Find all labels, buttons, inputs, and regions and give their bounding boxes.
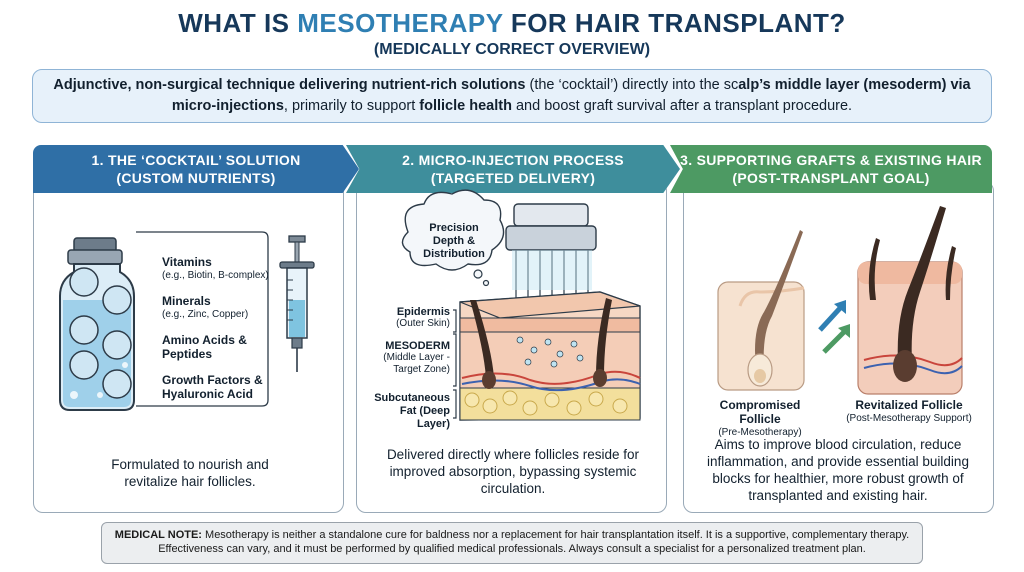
panel-3-caption: Aims to improve blood circulation, reduc… — [707, 437, 969, 503]
ingredient-name: Growth Factors & — [162, 373, 263, 387]
layer-epidermis: Epidermis (Outer Skin) — [388, 306, 450, 330]
panel-1-header: 1. THE ‘COCKTAIL’ SOLUTION (CUSTOM NUTRI… — [33, 145, 359, 193]
follicle-detail: (Post-Mesotherapy Support) — [846, 413, 972, 424]
title-part: WHAT IS — [178, 8, 298, 38]
medical-note: MEDICAL NOTE: Mesotherapy is neither a s… — [101, 522, 923, 564]
medical-note-label: MEDICAL NOTE: — [114, 529, 202, 541]
ingredient-growth-factors: Growth Factors & Hyaluronic Acid — [162, 373, 263, 401]
title-part: FOR HAIR TRANSPLANT? — [503, 8, 846, 38]
intro-bold: Adjunctive, non-surgical technique deliv… — [53, 77, 526, 93]
layer-subcutaneous: Subcutaneous Fat (Deep Layer) — [370, 392, 450, 431]
ingredient-detail: Peptides — [162, 347, 213, 361]
ingredient-detail: Hyaluronic Acid — [162, 387, 253, 401]
arrow-up-icon — [818, 300, 850, 354]
syringe-icon — [279, 235, 315, 372]
medical-note-text: Mesotherapy is neither a standalone cure… — [158, 529, 910, 555]
thought-bubble — [401, 189, 505, 287]
panel-2-heading: 2. MICRO-INJECTION PROCESS — [402, 152, 624, 168]
panel-3-heading: 3. SUPPORTING GRAFTS & EXISTING HAIR — [680, 152, 982, 168]
revitalized-follicle-label: Revitalized Follicle (Post-Mesotherapy S… — [836, 398, 982, 426]
ingredient-amino-acids: Amino Acids & Peptides — [162, 333, 247, 361]
panel-2-subheading: (TARGETED DELIVERY) — [430, 170, 596, 186]
ingredient-detail: (e.g., Zinc, Copper) — [162, 309, 249, 320]
ingredient-name: Vitamins — [162, 255, 212, 269]
ingredient-vitamins: Vitamins (e.g., Biotin, B-complex) — [162, 255, 269, 283]
vial-icon — [59, 237, 135, 411]
layer-brackets — [453, 309, 457, 419]
intro-box: Adjunctive, non-surgical technique deliv… — [32, 69, 992, 123]
bracket-line — [136, 231, 269, 407]
ingredient-name: Amino Acids & — [162, 333, 247, 347]
panel-2-header: 2. MICRO-INJECTION PROCESS (TARGETED DEL… — [346, 145, 680, 193]
follicle-icon — [717, 230, 805, 391]
title-accent: MESOTHERAPY — [297, 8, 504, 38]
ingredient-name: Minerals — [162, 294, 211, 308]
revitalized-follicle-icon — [857, 206, 963, 395]
panel-3-header: 3. SUPPORTING GRAFTS & EXISTING HAIR (PO… — [670, 145, 992, 193]
microneedle-device-icon — [505, 203, 597, 324]
panel-1-heading: 1. THE ‘COCKTAIL’ SOLUTION — [91, 152, 301, 168]
layer-detail: (Outer Skin) — [396, 318, 450, 329]
intro-bold: follicle health — [419, 98, 512, 114]
layer-name: MESODERM — [385, 340, 450, 352]
layer-detail: (Middle Layer - Target Zone) — [383, 352, 450, 375]
intro-text: , primarily to support — [283, 98, 420, 114]
layer-mesoderm: MESODERM (Middle Layer - Target Zone) — [372, 340, 450, 376]
intro-text: and boost graft survival after a transpl… — [511, 98, 853, 114]
layer-name: Epidermis — [396, 306, 450, 318]
ingredient-minerals: Minerals (e.g., Zinc, Copper) — [162, 294, 248, 322]
panel-1-caption: Formulated to nourish and revitalize hai… — [111, 457, 269, 489]
layer-detail: Fat (Deep Layer) — [399, 405, 450, 430]
follicle-detail: (Pre-Mesotherapy) — [718, 427, 802, 438]
intro-text: (the ‘cocktail’) directly into the sc — [525, 77, 739, 93]
panel-3-subheading: (POST-TRANSPLANT GOAL) — [732, 170, 930, 186]
page-title: WHAT IS MESOTHERAPY FOR HAIR TRANSPLANT? — [0, 8, 1024, 39]
page-subtitle: (MEDICALLY CORRECT OVERVIEW) — [373, 41, 651, 58]
panel-2-caption: Delivered directly where follicles resid… — [386, 447, 640, 496]
bubble-text: Precision Depth & Distribution — [423, 222, 485, 260]
compromised-follicle-label: Compromised Follicle (Pre-Mesotherapy) — [700, 398, 820, 440]
ingredient-detail: (e.g., Biotin, B-complex) — [162, 270, 269, 281]
panel-1-subheading: (CUSTOM NUTRIENTS) — [116, 170, 276, 186]
follicle-label: Revitalized Follicle — [855, 398, 963, 412]
skin-cross-section-icon — [459, 291, 641, 421]
intro-bold: alp’s middle layer (mesoderm) via micro-… — [171, 77, 971, 114]
follicle-label: Compromised Follicle — [719, 398, 801, 426]
layer-name: Subcutaneous — [374, 392, 450, 404]
